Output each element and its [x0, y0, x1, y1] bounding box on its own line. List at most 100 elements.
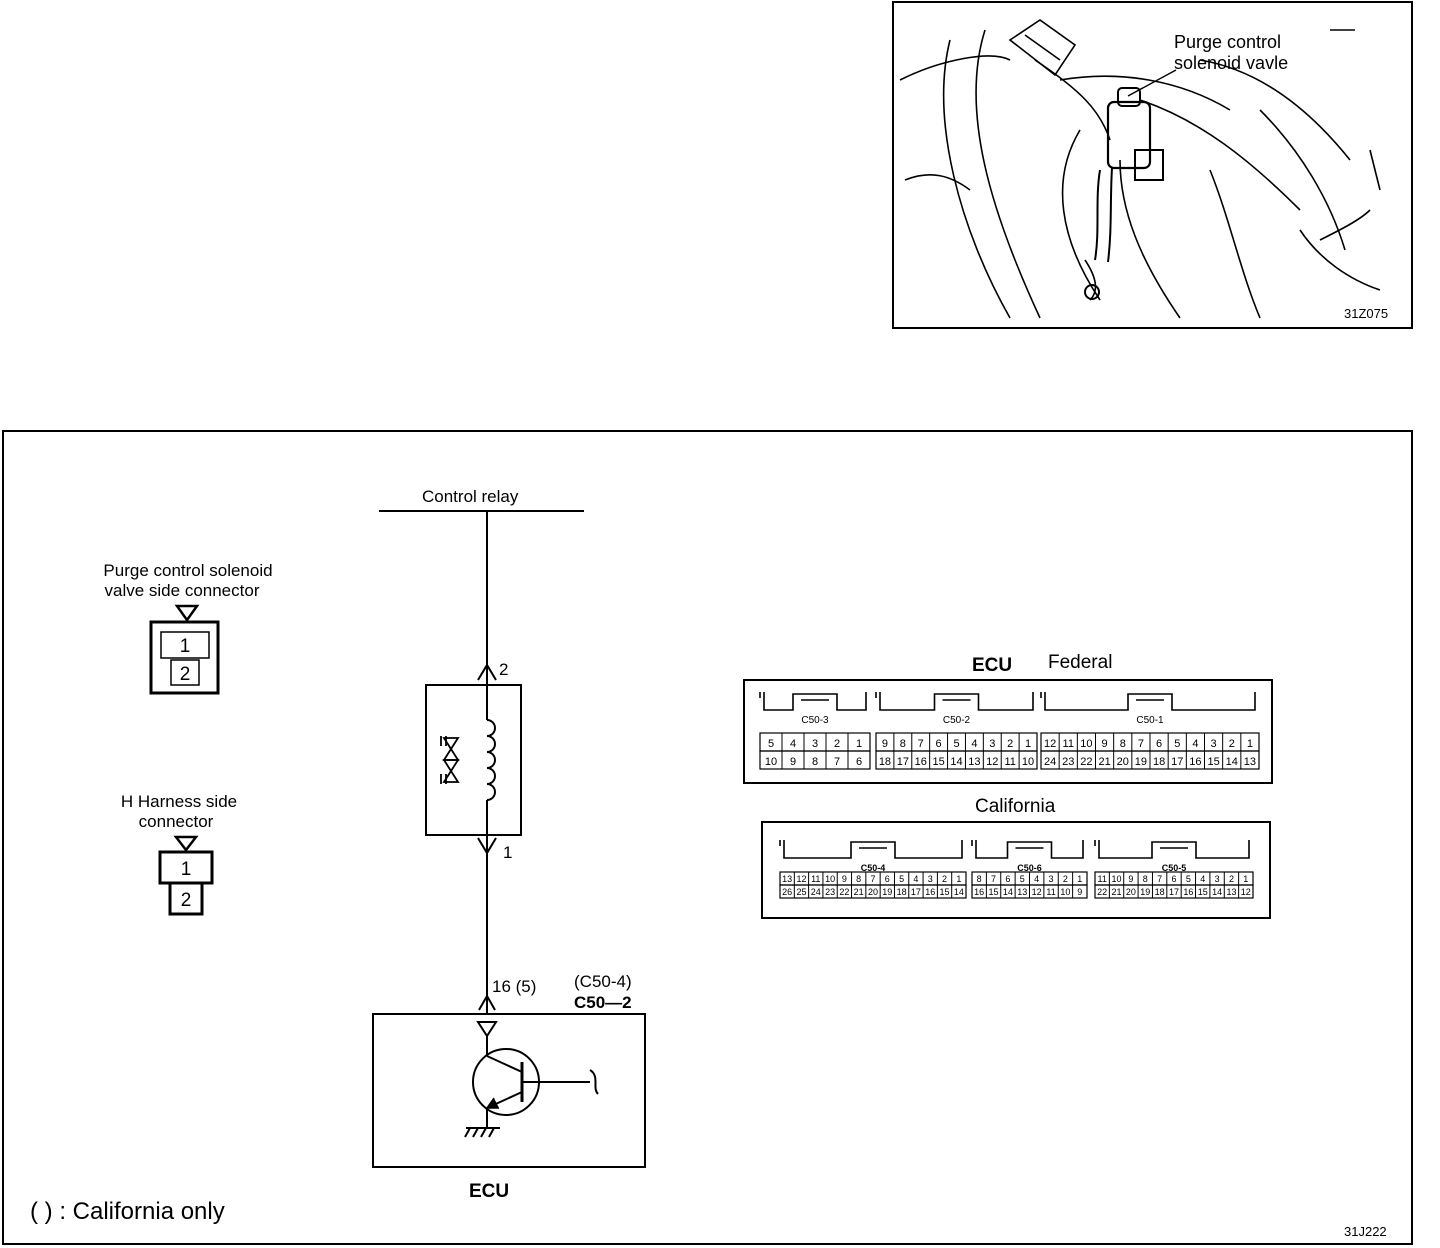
pin-number: 9: [842, 874, 847, 884]
photo-frame: [892, 1, 1413, 329]
connector-lock-icon: [173, 835, 199, 853]
pin-number: 18: [897, 887, 907, 897]
pin-number: 4: [1192, 738, 1198, 750]
pin-number: 15: [940, 887, 950, 897]
photo-callout-line1: Purge control: [1174, 32, 1281, 52]
connector-block-name: C50-3: [801, 715, 829, 726]
pin-number: 22: [1080, 756, 1092, 768]
connector-block-name: C50-2: [943, 715, 971, 726]
pin-number: 5: [953, 738, 959, 750]
pin-number: 16: [915, 756, 927, 768]
pin-number: 2: [942, 874, 947, 884]
pin-number: 10: [825, 874, 835, 884]
pin-number: 24: [1044, 756, 1056, 768]
pin-number: 10: [765, 756, 777, 768]
pin-number: 3: [1211, 738, 1217, 750]
pin-number: 11: [1046, 887, 1055, 897]
connector-block-name: C50-4: [861, 863, 886, 873]
connector-lock-icon: [174, 604, 200, 623]
pin-number: 2: [1007, 738, 1013, 750]
pin-number: 9: [1102, 738, 1108, 750]
ecu-label: ECU: [469, 1181, 509, 1202]
pin-number: 3: [989, 738, 995, 750]
pin-row: [759, 750, 871, 770]
connector-key-outline: [1094, 840, 1250, 859]
pin-number: 9: [1128, 874, 1133, 884]
pin-number: 2: [834, 738, 840, 750]
pin-number: 1: [1243, 874, 1248, 884]
pin-number: 17: [911, 887, 921, 897]
pin1-arrow-icon: [477, 837, 497, 855]
pin-number: 9: [1077, 887, 1082, 897]
connector-key-outline: [1040, 692, 1256, 711]
pin-number: 12: [1241, 887, 1251, 897]
pin-number: 5: [1020, 874, 1025, 884]
circuit-frame: [2, 430, 1413, 1245]
pin-number: 8: [812, 756, 818, 768]
valve-pin-2-label: 2: [180, 664, 191, 685]
pin-number: 7: [870, 874, 875, 884]
pin-number: 17: [897, 756, 909, 768]
pin-row: [1094, 884, 1254, 899]
pin-number: 2: [1063, 874, 1068, 884]
ground-icon: [464, 1127, 500, 1138]
pin-number: 10: [1060, 887, 1070, 897]
pin-number: 21: [854, 887, 864, 897]
connector-block-name: C50-5: [1162, 863, 1187, 873]
engine-bay-sketch: [899, 19, 1381, 319]
harness-side-connector: H Harness side connector 1 2: [121, 792, 237, 916]
pin-number: 6: [1005, 874, 1010, 884]
pin-number: 18: [879, 756, 891, 768]
pin-number: 26: [782, 887, 792, 897]
pin-number: 20: [1126, 887, 1136, 897]
pin-number: 6: [936, 738, 942, 750]
harness-connector-title-line2: connector: [139, 812, 214, 831]
ecu-input-arrow-icon: [478, 993, 496, 1011]
pin-row: [875, 750, 1038, 770]
pin-number: 14: [1212, 887, 1222, 897]
pin-number: 9: [882, 738, 888, 750]
pin-number: 13: [1244, 756, 1256, 768]
pin-number: 6: [885, 874, 890, 884]
pin-number: 5: [1186, 874, 1191, 884]
pin-number: 14: [950, 756, 962, 768]
pin-number: 5: [768, 738, 774, 750]
pin-number: 16: [1183, 887, 1193, 897]
pin-number: 22: [1097, 887, 1107, 897]
california-note: ( ) : California only: [30, 1198, 225, 1225]
pin-number: 13: [1017, 887, 1027, 897]
pin-number: 4: [1200, 874, 1205, 884]
pin-number: 1: [956, 874, 961, 884]
pin-number: 19: [1135, 756, 1147, 768]
valve-pin-1-label: 1: [180, 636, 191, 657]
pin-number: 8: [856, 874, 861, 884]
pin-number: 6: [1171, 874, 1176, 884]
harness-pin-1-label: 1: [181, 859, 192, 880]
pin-number: 16: [1189, 756, 1201, 768]
harness-connector-title-line1: H Harness side: [121, 792, 237, 811]
connector-key-outline: [875, 692, 1034, 711]
pin-number: 1: [1247, 738, 1253, 750]
harness-pin-1: [158, 850, 214, 885]
pin-number: 1: [1077, 874, 1082, 884]
pin-number: 12: [1044, 738, 1056, 750]
pin-number: 13: [1226, 887, 1236, 897]
valve-side-connector: Purge control solenoid valve side connec…: [103, 561, 273, 695]
pin-number: 21: [1112, 887, 1122, 897]
pin-number: 19: [1140, 887, 1150, 897]
pin-number: 4: [790, 738, 796, 750]
ecu-terminal-icon: [476, 1021, 498, 1038]
coil-icon: [486, 719, 496, 801]
pin-number: 11: [1098, 874, 1107, 884]
valve-pin-2: [170, 659, 200, 686]
pin-number: 20: [868, 887, 878, 897]
pin-number: 17: [1171, 756, 1183, 768]
pin-row: [779, 884, 967, 899]
pin-number: 17: [1169, 887, 1179, 897]
pin-number: 7: [834, 756, 840, 768]
connector-key-outline: [971, 840, 1084, 859]
